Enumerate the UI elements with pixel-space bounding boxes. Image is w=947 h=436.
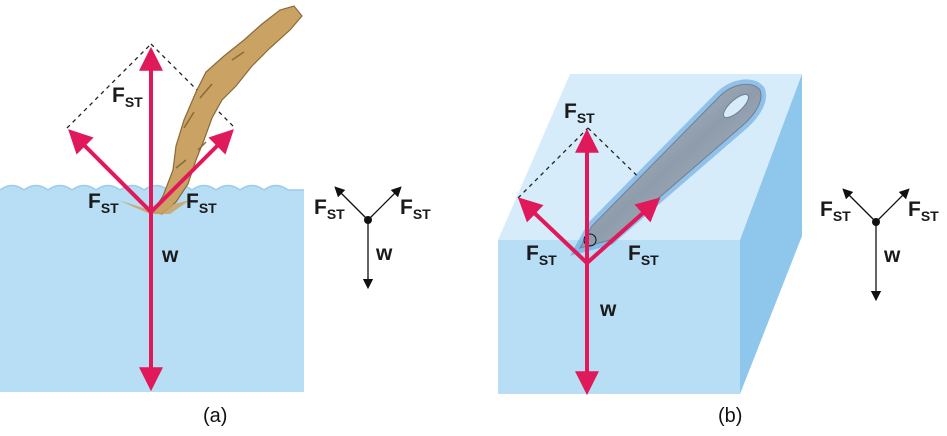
- panel-a: FST FST FST w FST FST w (a): [0, 5, 431, 427]
- free-body-diagram-a: FST FST w: [314, 186, 431, 290]
- fst-left-arrow: [68, 129, 153, 214]
- needle: [570, 79, 766, 256]
- fbd-b-label-weight: w: [883, 244, 901, 267]
- panel-b: FST FST FST w FST FST w (b): [498, 74, 939, 427]
- fst-left-arrow-b: [517, 197, 589, 265]
- stick: [118, 5, 303, 215]
- caption-a: (a): [203, 405, 227, 427]
- label-fst-left-b: FST: [526, 242, 557, 268]
- label-fst-top-a: FST: [112, 84, 143, 110]
- label-fst-right-a: FST: [186, 190, 217, 216]
- fbd-b-label-fst-left: FST: [820, 198, 851, 224]
- fst-right-arrow: [149, 129, 234, 214]
- force-arrows-b: [517, 128, 661, 396]
- fbd-b-label-fst-right: FST: [908, 198, 939, 224]
- label-weight-a: w: [161, 244, 179, 267]
- caption-b: (b): [718, 405, 742, 427]
- fbd-a-label-fst-right: FST: [400, 196, 431, 222]
- fbd-a-label-weight: w: [375, 242, 393, 265]
- label-fst-left-a: FST: [88, 190, 119, 216]
- force-parallelogram-a: [66, 43, 236, 129]
- free-body-diagram-b: FST FST w: [820, 188, 939, 302]
- fst-right-arrow-b: [585, 197, 661, 265]
- force-arrows-a: [68, 46, 234, 392]
- fbd-a-label-fst-left: FST: [314, 196, 345, 222]
- label-fst-top-b: FST: [564, 100, 595, 126]
- water-surface-line: [0, 184, 304, 191]
- label-fst-right-b: FST: [628, 242, 659, 268]
- label-weight-b: w: [599, 298, 617, 321]
- block-front-face: [498, 240, 740, 394]
- block-side-face: [740, 74, 802, 394]
